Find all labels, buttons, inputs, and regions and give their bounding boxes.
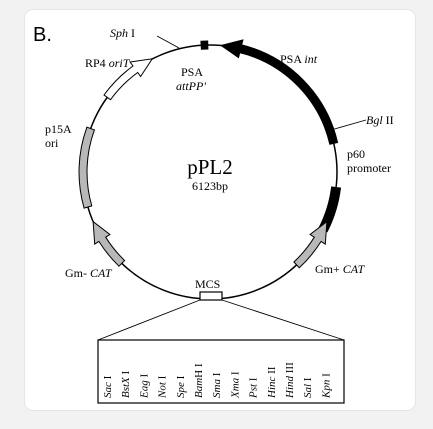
p15a-label: p15A (45, 122, 72, 136)
mcs-site-list: Sac I BstX I Eag I Not I Spe I BamH I Sma I Xma… (102, 362, 332, 399)
mcs-site: Sma I (211, 372, 223, 398)
bglII-leader (330, 119, 367, 131)
plasmid-name: pPL2 (187, 155, 233, 179)
psa-int-label: PSA int (280, 52, 318, 66)
psa-attpp-label: PSA (181, 65, 203, 79)
mcs-expand-left (97, 299, 201, 341)
gm-minus-cat-arrow (92, 220, 126, 267)
ori-label: ori (45, 136, 59, 150)
mcs-site: Hinc II (266, 366, 278, 399)
psa-attpp-label-2: attPP' (176, 79, 206, 93)
mcs-site: Spe I (175, 375, 187, 398)
rp4-orit-arrow (103, 58, 154, 101)
mcs-site: Xma I (229, 371, 241, 399)
p60-label: p60 (347, 147, 365, 161)
panel-label: B. (33, 24, 52, 46)
rp4-orit-label: RP4 oriT (85, 56, 131, 70)
sphI-leader (156, 35, 180, 49)
gm-plus-cat-arrow (293, 220, 328, 269)
mcs-site: Sal I (302, 377, 314, 398)
mcs-site: Not I (157, 375, 169, 399)
mcs-label: MCS (195, 277, 220, 291)
psa-int-arrow (219, 39, 339, 145)
mcs-box (199, 291, 223, 301)
bglII-label: Bgl II (366, 113, 394, 127)
mcs-expand-right (221, 299, 345, 341)
mcs-site: Hind III (284, 362, 296, 399)
mcs-site: Sac I (102, 375, 114, 398)
mcs-site: Eag I (138, 374, 150, 399)
mcs-site: Kpn I (320, 373, 332, 399)
gm-plus-cat-label: Gm+ CAT (315, 262, 366, 276)
plasmid-size: 6123bp (192, 179, 228, 193)
mcs-table (97, 339, 345, 404)
p15a-ori-bar (78, 126, 96, 209)
gm-minus-cat-label: Gm- CAT (65, 266, 113, 280)
mcs-site: Pst I (248, 377, 260, 399)
promoter-label: promoter (347, 161, 391, 175)
mcs-site: BstX I (120, 370, 132, 398)
mcs-site: BamH I (193, 363, 205, 398)
figure-card: B. Sac I BstX I Eag I Not I Spe I BamH I Sma I… (25, 10, 415, 410)
sphI-label: Sph I (110, 26, 135, 40)
plasmid-map: B. Sac I BstX I Eag I Not I Spe I BamH I Sma I… (33, 24, 394, 404)
psa-attpp-site (200, 40, 209, 50)
